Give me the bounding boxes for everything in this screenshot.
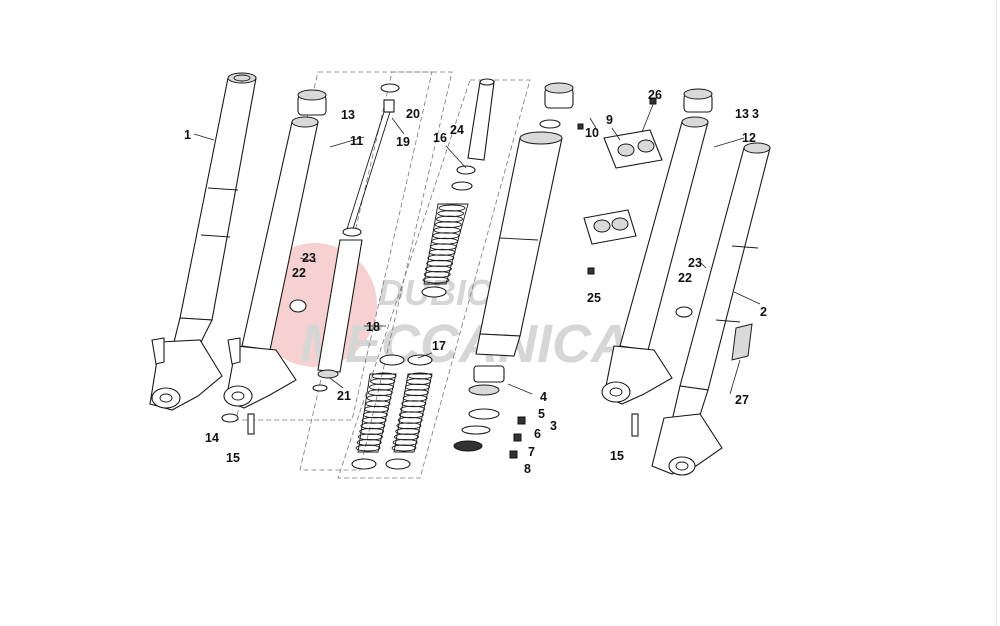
spring-upper [421,203,469,298]
frame-springs [337,79,531,479]
callout-14: 14 [205,431,219,445]
callout-13-left: 13 [341,108,355,122]
fork-leg-right-outer [651,142,771,476]
fork-outer-tube-center [453,131,563,459]
callout-15-left: 15 [226,451,240,465]
spring-lower-left [351,354,405,470]
callout-17: 17 [432,339,446,353]
callout-20: 20 [406,107,420,121]
pumping-element [451,78,495,191]
spring-lower-right [385,354,433,470]
callout-12: 12 [742,131,756,145]
callout-1: 1 [184,128,191,142]
callout-3-upper: 3 [752,107,759,121]
callout-4: 4 [540,390,547,404]
callout-13-right: 13 [735,107,749,121]
fork-leg-right-inner [601,88,713,437]
leader-lines [193,101,761,395]
callout-2: 2 [760,305,767,319]
damper-cartridge [312,83,400,392]
callout-16: 16 [433,131,447,145]
callout-22-right: 22 [678,271,692,285]
callout-22-left: 22 [292,266,306,280]
page-edge-divider [996,0,997,626]
callout-18: 18 [366,320,380,334]
fork-leg-left-outer [149,72,257,411]
bracket-block-upper [603,97,663,169]
callout-labels: 1 2 3 3 4 5 6 7 8 9 10 11 12 13 13 14 15… [184,88,767,476]
callout-9: 9 [606,113,613,127]
callout-23-right: 23 [688,256,702,270]
fork-leg-left-inner [221,89,327,435]
callout-26: 26 [648,88,662,102]
watermark-line2: MECCANICA [300,314,630,374]
callout-19: 19 [396,135,410,149]
bracket-block-lower [583,209,637,275]
callout-5: 5 [538,407,545,421]
callout-10: 10 [585,126,599,140]
top-cap [539,82,584,130]
callout-15-right: 15 [610,449,624,463]
callout-6: 6 [534,427,541,441]
callout-24: 24 [450,123,464,137]
callout-27: 27 [735,393,749,407]
callout-11: 11 [350,134,363,148]
callout-3-lower: 3 [550,419,557,433]
callout-21: 21 [337,389,351,403]
callout-8: 8 [524,462,531,476]
callout-7: 7 [528,445,535,459]
callout-25: 25 [587,291,601,305]
callout-23-left: 23 [302,251,316,265]
